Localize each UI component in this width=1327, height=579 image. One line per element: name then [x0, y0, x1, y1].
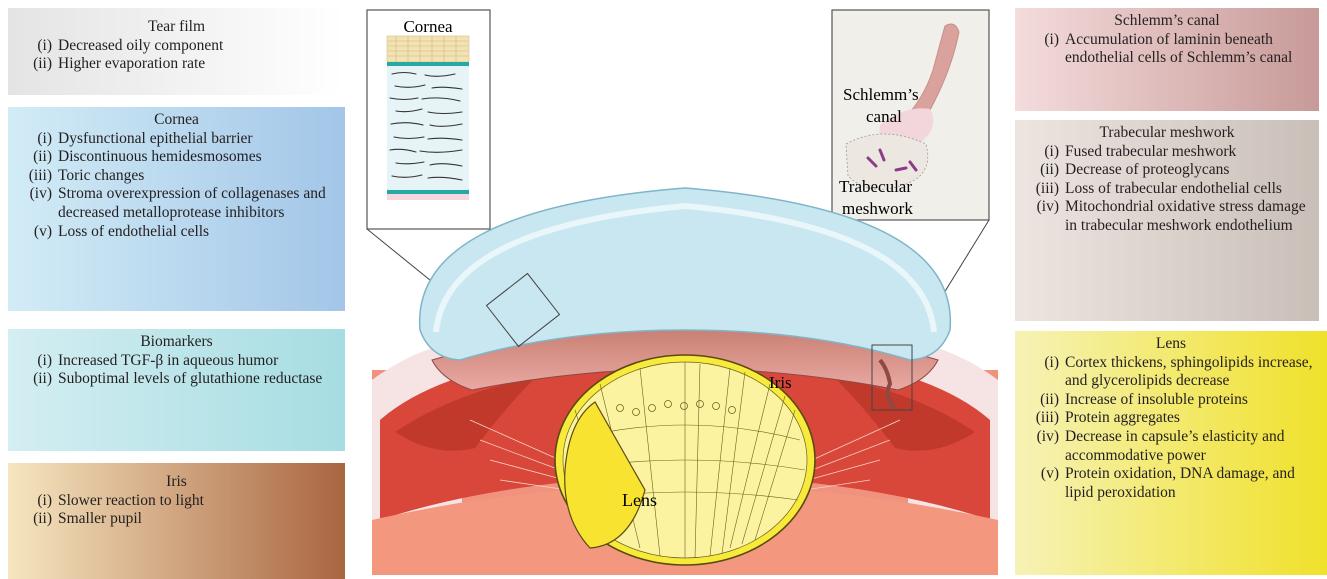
trabecular-label-line2: meshwork	[842, 199, 913, 218]
lens-diagram-label: Lens	[622, 490, 657, 510]
eye-body	[372, 188, 998, 575]
cornea-inset-label: Cornea	[403, 17, 453, 36]
iris-diagram-label: Iris	[769, 373, 792, 392]
trabecular-label-line1: Trabecular	[839, 177, 912, 196]
schlemm-label-line1: Schlemm’s	[843, 85, 919, 104]
schlemm-label-line2: canal	[866, 107, 902, 126]
trabecular-schlemm-inset: Schlemm’s canal Trabecular meshwork	[832, 10, 989, 220]
cornea-inset: Cornea	[367, 10, 490, 229]
